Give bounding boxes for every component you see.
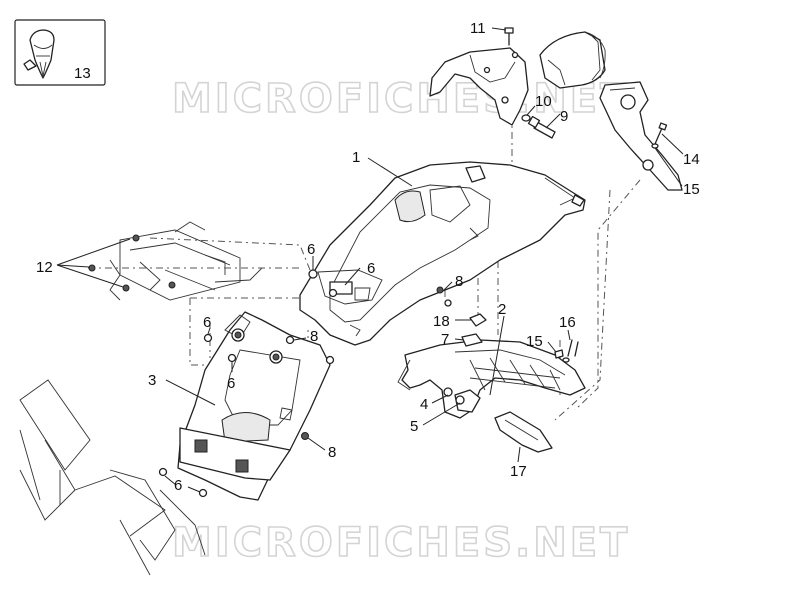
rear-fender-upper [299, 161, 586, 346]
callout-16: 16 [559, 314, 576, 331]
screw-14 [651, 122, 668, 149]
callout-9: 9 [560, 108, 568, 125]
callout-13: 13 [74, 65, 91, 82]
callout-11: 11 [470, 20, 486, 37]
callout-6-d: 6 [227, 375, 235, 392]
clip-icon [23, 29, 55, 79]
frame-structure [19, 379, 206, 576]
rear-hugger [397, 339, 586, 419]
bolt-9 [527, 115, 556, 139]
screw-11 [504, 27, 514, 46]
callout-8-a: 8 [455, 273, 463, 290]
callout-10: 10 [535, 93, 552, 110]
callout-12: 12 [36, 259, 53, 276]
subframe-bracket [109, 221, 263, 301]
license-plate-holder [177, 311, 331, 501]
callout-4: 4 [420, 396, 428, 413]
callouts: 1 2 3 4 5 6 6 6 6 6 7 8 8 8 9 10 11 12 1… [36, 20, 700, 494]
watermark-bottom: MICROFICHES.NET [172, 520, 630, 566]
callout-6-e: 6 [174, 477, 182, 494]
bolts-12 [88, 234, 176, 292]
callout-6-a: 6 [307, 241, 315, 258]
nuts-6 [158, 269, 338, 498]
callout-7: 7 [441, 331, 449, 348]
leader-lines [56, 27, 684, 493]
callout-18: 18 [433, 313, 450, 330]
callout-6-b: 6 [367, 260, 375, 277]
callout-1: 1 [352, 149, 360, 166]
nuts-8 [285, 286, 452, 440]
callout-14: 14 [683, 151, 700, 168]
taillight [539, 31, 606, 89]
flap [494, 411, 553, 453]
inset-box-part-13 [14, 19, 106, 86]
small-hardware [443, 313, 579, 405]
callout-8-b: 8 [310, 328, 318, 345]
callout-17: 17 [510, 463, 527, 480]
washer-10 [521, 114, 531, 122]
callout-5: 5 [410, 418, 418, 435]
callout-2: 2 [498, 301, 506, 318]
callout-8-c: 8 [328, 444, 336, 461]
callout-15-a: 15 [683, 181, 700, 198]
callout-15-b: 15 [526, 333, 543, 350]
license-light-bracket [599, 81, 683, 191]
callout-3: 3 [148, 372, 156, 389]
taillight-bracket [429, 47, 529, 126]
callout-6-c: 6 [203, 314, 211, 331]
